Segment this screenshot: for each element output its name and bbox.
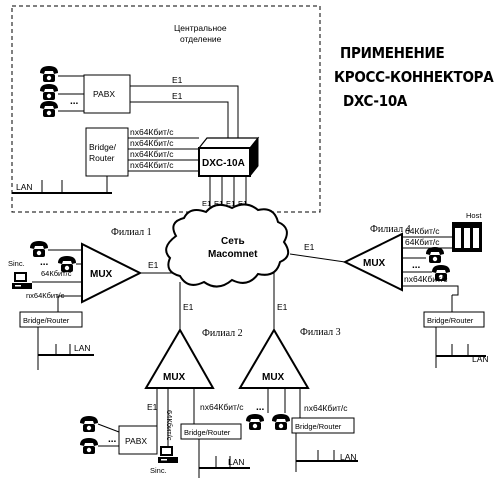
- branch-1-label: Филиал 1: [111, 227, 152, 238]
- central-office-frame: [11, 5, 321, 213]
- lan-label: LAN: [16, 182, 33, 192]
- lan-label: LAN: [340, 452, 357, 462]
- mux-label: MUX: [90, 269, 113, 280]
- nx64-label: nx64Кбит/с: [200, 402, 244, 412]
- sinc-label: Sinc.: [150, 466, 167, 475]
- phone-ellipsis: ...: [70, 96, 79, 107]
- k64-label: 64Кбит/с: [405, 226, 440, 236]
- central-pabx-label: PABX: [93, 89, 115, 99]
- nx64-label: nx64Кбит/с: [26, 291, 65, 300]
- e1-label: E1: [172, 91, 183, 101]
- nx64-label: nx64Кбит/с: [304, 403, 348, 413]
- e1-label: E1: [304, 242, 315, 252]
- k64-label: 64Кбит/с: [41, 269, 72, 278]
- branch-4-label: Филиал 4: [370, 224, 411, 235]
- mux-label: MUX: [262, 372, 285, 383]
- cloud-label-1: Сеть: [221, 236, 245, 247]
- bridge-router-branch-3: [291, 417, 355, 434]
- telephone-icon: [80, 416, 98, 432]
- diagram-title: ПРИМЕНЕНИЕ КРОСС-КОННЕКТОРА DXC-10A: [334, 44, 494, 110]
- bridge-router-label: Bridge/Router: [23, 316, 70, 325]
- pabx-branch-2: [118, 425, 158, 455]
- computer-icon: [158, 446, 178, 463]
- mux-branch-2: [144, 328, 215, 389]
- k64-label: 64Кбит/с: [165, 410, 174, 441]
- bridge-router-label: Bridge/Router: [184, 428, 231, 437]
- bridge-label-1: Bridge/: [89, 142, 117, 152]
- dxc-label: DXC-10A: [202, 158, 245, 169]
- branch-2-label: Филиал 2: [202, 328, 243, 339]
- lan-label: LAN: [228, 457, 245, 467]
- e1-label: E1: [183, 302, 194, 312]
- e1-label: E1: [214, 199, 223, 208]
- phone-ellipsis: ...: [412, 260, 421, 271]
- cloud-label-2: Macomnet: [208, 249, 258, 260]
- e1-label: E1: [226, 199, 235, 208]
- nx64-label: nx64Кбит/с: [130, 127, 174, 137]
- mux-label: MUX: [163, 372, 186, 383]
- telephone-icon: [246, 414, 264, 430]
- title-line-2: КРОСС-КОННЕКТОРА: [334, 68, 494, 86]
- lan-label: LAN: [472, 354, 489, 364]
- mux-label: MUX: [363, 258, 386, 269]
- e1-label: E1: [147, 402, 158, 412]
- bridge-router-branch-1: [19, 311, 83, 328]
- e1-label: E1: [148, 260, 159, 270]
- dxc-10a-device: DXC-10A: [197, 136, 260, 178]
- bridge-router-branch-2: [180, 423, 242, 440]
- bridge-router-branch-4: [423, 311, 485, 328]
- phone-ellipsis: ...: [108, 434, 117, 445]
- computer-icon: [12, 272, 32, 289]
- host-server-icon: [452, 222, 482, 252]
- e1-label: E1: [172, 75, 183, 85]
- branch-3-label: Филиал 3: [300, 327, 341, 338]
- nx64-label: nx64Кбит/с: [404, 274, 448, 284]
- title-line-3: DXC-10A: [343, 92, 408, 110]
- phone-ellipsis: ...: [40, 257, 49, 268]
- bridge-router-label: Bridge/Router: [427, 316, 474, 325]
- nx64-label: nx64Кбит/с: [130, 160, 174, 170]
- telephone-icon: [40, 66, 58, 82]
- bridge-label-2: Router: [89, 153, 115, 163]
- central-office-label-1: Центральное: [174, 23, 227, 33]
- telephone-icon: [80, 438, 98, 454]
- host-label: Host: [466, 211, 482, 220]
- k64-label: 64Кбит/с: [405, 237, 440, 247]
- nx64-label: nx64Кбит/с: [130, 149, 174, 159]
- lan-label: LAN: [74, 343, 91, 353]
- e1-label: E1: [202, 199, 211, 208]
- pabx-label: PABX: [125, 436, 147, 446]
- central-bridge-router: [85, 127, 129, 177]
- telephone-icon: [30, 241, 48, 257]
- e1-label: E1: [277, 302, 288, 312]
- mux-branch-3: [238, 328, 310, 389]
- telephone-icon: [426, 247, 444, 263]
- phone-ellipsis: ...: [256, 402, 265, 413]
- title-line-1: ПРИМЕНЕНИЕ: [340, 44, 445, 62]
- sinc-label: Sinc.: [8, 259, 25, 268]
- telephone-icon: [40, 84, 58, 100]
- central-office-label-2: отделение: [180, 34, 222, 44]
- mux-branch-1: [81, 242, 143, 304]
- bridge-router-label: Bridge/Router: [295, 422, 342, 431]
- nx64-label: nx64Кбит/с: [130, 138, 174, 148]
- mux-branch-4: [342, 232, 403, 292]
- cloud-icon: [165, 203, 290, 288]
- telephone-icon: [40, 101, 58, 117]
- telephone-icon: [272, 414, 290, 430]
